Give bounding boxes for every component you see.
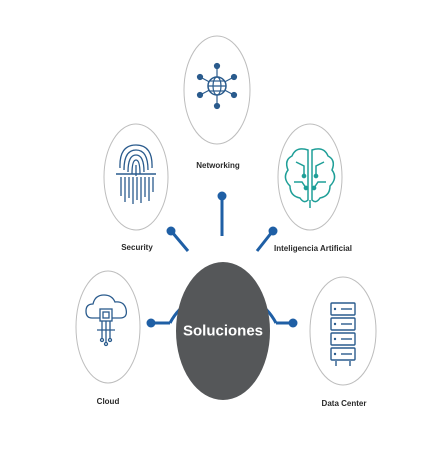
spoke-ai [255,231,274,252]
ring-cloud [75,270,141,384]
label-security: Security [121,243,153,252]
spoke-security [170,231,190,252]
ring-datacenter [309,276,377,386]
fingerprint-icon [116,144,156,204]
center-label: Soluciones [182,322,264,340]
ring-ai [277,123,343,231]
ring-security [103,123,169,231]
label-cloud: Cloud [96,397,120,406]
cloud-chip-icon [85,294,128,347]
label-networking: Networking [196,161,240,170]
dot-datacenter [288,318,298,328]
label-datacenter: Data Center [321,399,367,408]
server-rack-icon [330,302,356,366]
label-ai: Inteligencia Artificial [274,244,352,253]
brain-circuit-icon [284,148,336,208]
dot-ai [268,226,278,236]
dot-security [166,226,176,236]
globe-network-icon [196,62,238,110]
dot-networking [217,191,227,201]
center-circle [176,262,270,400]
dot-cloud [146,318,156,328]
